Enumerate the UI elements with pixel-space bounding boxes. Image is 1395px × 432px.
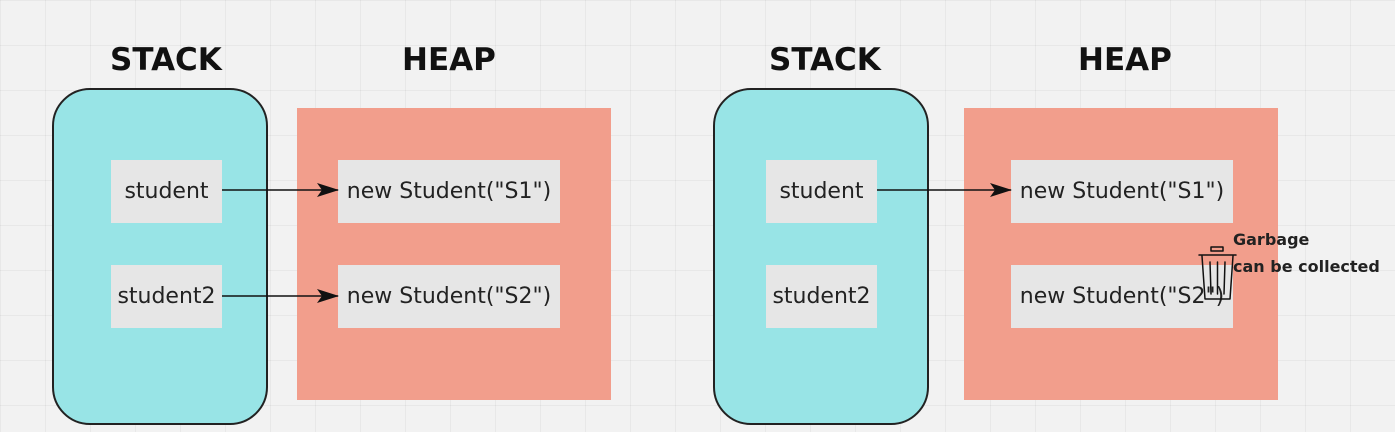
left-var-student2: student2: [111, 265, 222, 328]
right-heap-region: [964, 108, 1278, 400]
left-heap-title: HEAP: [402, 42, 496, 78]
right-obj-s2: new Student("S2"): [1011, 265, 1233, 328]
right-obj-s1: new Student("S1"): [1011, 160, 1233, 223]
left-obj-s1: new Student("S1"): [338, 160, 560, 223]
left-heap-region: [297, 108, 611, 400]
right-var-student2: student2: [766, 265, 877, 328]
gc-note-line2: can be collected: [1233, 257, 1380, 276]
right-heap-title: HEAP: [1078, 42, 1172, 78]
left-stack-region: [52, 88, 268, 425]
left-var-student: student: [111, 160, 222, 223]
left-obj-s2: new Student("S2"): [338, 265, 560, 328]
right-stack-region: [713, 88, 929, 425]
right-var-student: student: [766, 160, 877, 223]
right-stack-title: STACK: [769, 42, 881, 78]
trash-icon: [1198, 246, 1237, 300]
left-stack-title: STACK: [110, 42, 222, 78]
gc-note-line1: Garbage: [1233, 230, 1310, 249]
